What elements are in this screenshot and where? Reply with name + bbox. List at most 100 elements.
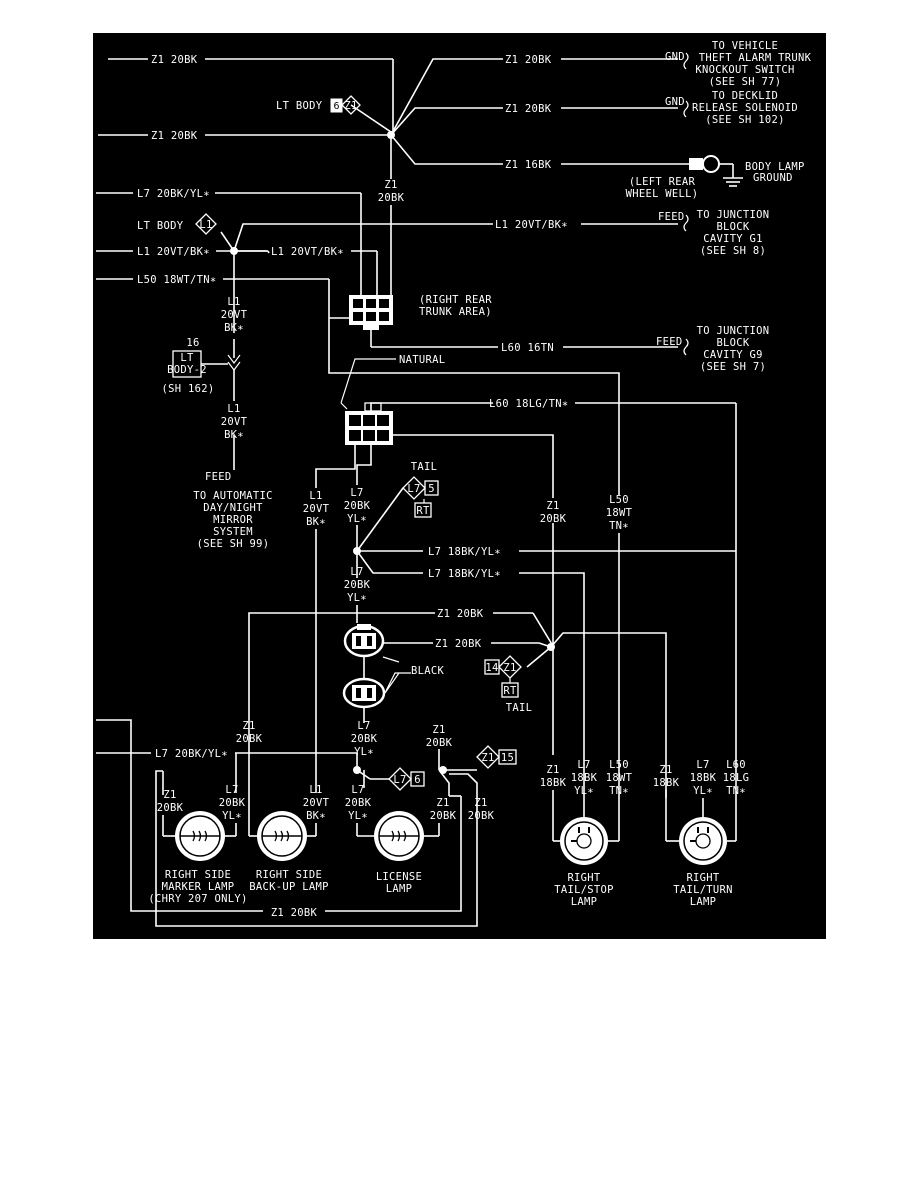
continuation-symbol bbox=[683, 100, 689, 118]
color-label: NATURAL bbox=[399, 354, 445, 366]
l7-mid-splice bbox=[353, 487, 736, 798]
wire-label: Z1 bbox=[432, 724, 445, 736]
reference-text: (SEE SH 102) bbox=[705, 114, 784, 126]
wire-label: L1 bbox=[227, 403, 240, 415]
wire-label: L7 bbox=[351, 784, 364, 796]
wire-label: L60 18LG/TN∗ bbox=[489, 398, 568, 410]
wire-label: 20BK bbox=[219, 797, 246, 809]
reference-text: THEFT ALARM TRUNK bbox=[699, 52, 812, 64]
wire-label: L1 20VT/BK∗ bbox=[137, 246, 210, 258]
wire-label: YL∗ bbox=[354, 746, 374, 758]
wire-label: L7 bbox=[357, 720, 370, 732]
connector-circuit: L7 bbox=[407, 483, 420, 495]
wire-label: 20BK bbox=[344, 579, 371, 591]
wire-label: L60 bbox=[726, 759, 746, 771]
wire-label: 18LG bbox=[723, 772, 750, 784]
small-connector-2 bbox=[342, 665, 386, 723]
reference-text: CAVITY G1 bbox=[703, 233, 763, 245]
wire-label: BK∗ bbox=[306, 516, 326, 528]
color-label: BLACK bbox=[411, 665, 444, 677]
connector-label: TAIL bbox=[506, 702, 533, 714]
wire-label: 18WT bbox=[606, 507, 633, 519]
wire-label: Z1 bbox=[384, 179, 397, 191]
reference-text: (SEE SH 8) bbox=[700, 245, 766, 257]
lamp-label: TAIL/STOP bbox=[554, 884, 614, 896]
rt-box bbox=[501, 682, 519, 698]
wire-label: Z1 bbox=[546, 500, 559, 512]
connector-name: BODY-2 bbox=[167, 364, 207, 376]
reference-text: BLOCK bbox=[716, 221, 749, 233]
wire-label: L7 20BK/YL∗ bbox=[155, 748, 228, 760]
wire-label: 20BK bbox=[540, 513, 567, 525]
wire-label: L60 16TN bbox=[501, 342, 554, 354]
wire-label: TN∗ bbox=[609, 520, 629, 532]
reference-text: BLOCK bbox=[716, 337, 749, 349]
connector-circuit: L7 bbox=[393, 774, 406, 786]
continuation-symbol bbox=[683, 52, 689, 70]
connector-number: 6 bbox=[333, 101, 339, 112]
wire-label: 18BK bbox=[690, 772, 717, 784]
feed-label: FEED bbox=[656, 336, 683, 348]
wire-label: L7 18BK/YL∗ bbox=[428, 546, 501, 558]
lamp-icon bbox=[163, 811, 236, 861]
wire-label: L7 bbox=[350, 566, 363, 578]
wire-label: YL∗ bbox=[693, 785, 713, 797]
lamp-label: LICENSE bbox=[376, 871, 422, 883]
connector-number: 6 bbox=[414, 774, 421, 786]
wire-label: TN∗ bbox=[609, 785, 629, 797]
right-vertical-wires bbox=[315, 318, 737, 798]
wire-label: BK∗ bbox=[306, 810, 326, 822]
rt-label: RT bbox=[503, 685, 517, 697]
wire-label: L7 bbox=[225, 784, 238, 796]
lamp-label: (CHRY 207 ONLY) bbox=[148, 893, 247, 905]
connector-circuit: Z1 bbox=[503, 662, 516, 674]
wire-label: L50 bbox=[609, 494, 629, 506]
wire-label: 20BK bbox=[157, 802, 184, 814]
reference-text: TO AUTOMATIC bbox=[193, 490, 272, 502]
wire-label: L1 bbox=[309, 784, 322, 796]
wire-label: YL∗ bbox=[222, 810, 242, 822]
wire-label: 20BK bbox=[468, 810, 495, 822]
reference-text: CAVITY G9 bbox=[703, 349, 763, 361]
lamp-icon bbox=[357, 811, 439, 861]
small-connector-1 bbox=[343, 624, 385, 658]
continuation-symbol bbox=[683, 214, 689, 232]
connector-diamond bbox=[341, 95, 361, 115]
wire-label: 18WT bbox=[606, 772, 633, 784]
lamp-connection-wires bbox=[162, 790, 737, 841]
connector-box bbox=[172, 350, 202, 378]
wire-label: L1 bbox=[227, 296, 240, 308]
feed-label: FEED bbox=[658, 211, 685, 223]
wire-label: L7 18BK/YL∗ bbox=[428, 568, 501, 580]
location-label: WHEEL WELL) bbox=[626, 188, 699, 200]
connector-number: 5 bbox=[428, 483, 435, 495]
trunk-connector-lower bbox=[345, 402, 393, 445]
wiring-diagram-panel: Z1 20BK Z1 20BK Z1 20BK Z1 20BK Z1 16BK … bbox=[93, 33, 826, 939]
wire-label: Z1 bbox=[242, 720, 255, 732]
reference-text: TO VEHICLE bbox=[712, 40, 778, 52]
wire-label: 20BK bbox=[351, 733, 378, 745]
lamp-icon bbox=[249, 811, 316, 861]
ground-label: BODY LAMP bbox=[745, 161, 805, 173]
reference-text: RELEASE SOLENOID bbox=[692, 102, 798, 114]
wire-label: 20BK bbox=[426, 737, 453, 749]
connector-number-box bbox=[410, 771, 425, 787]
connector-label: TAIL bbox=[411, 461, 438, 473]
reference-text: MIRROR bbox=[213, 514, 253, 526]
wire-label: L1 20VT/BK∗ bbox=[271, 246, 344, 258]
wire-label: L7 bbox=[350, 487, 363, 499]
connector-diamond bbox=[498, 655, 522, 679]
connector-number-box bbox=[424, 480, 439, 496]
wire-label: YL∗ bbox=[574, 785, 594, 797]
lamp-label: RIGHT SIDE bbox=[165, 869, 231, 881]
reference-text: (SEE SH 77) bbox=[709, 76, 782, 88]
ground-label: GROUND bbox=[753, 172, 793, 184]
connector-number: 16 bbox=[186, 337, 199, 349]
lamp-label: LAMP bbox=[386, 883, 413, 895]
reference-text: KNOCKOUT SWITCH bbox=[695, 64, 794, 76]
connector-circuit: Z1 bbox=[481, 752, 494, 764]
rt-label: RT bbox=[416, 505, 430, 517]
wire-label: YL∗ bbox=[347, 513, 367, 525]
connector-number: 14 bbox=[485, 662, 498, 674]
wire-label: L1 bbox=[309, 490, 322, 502]
